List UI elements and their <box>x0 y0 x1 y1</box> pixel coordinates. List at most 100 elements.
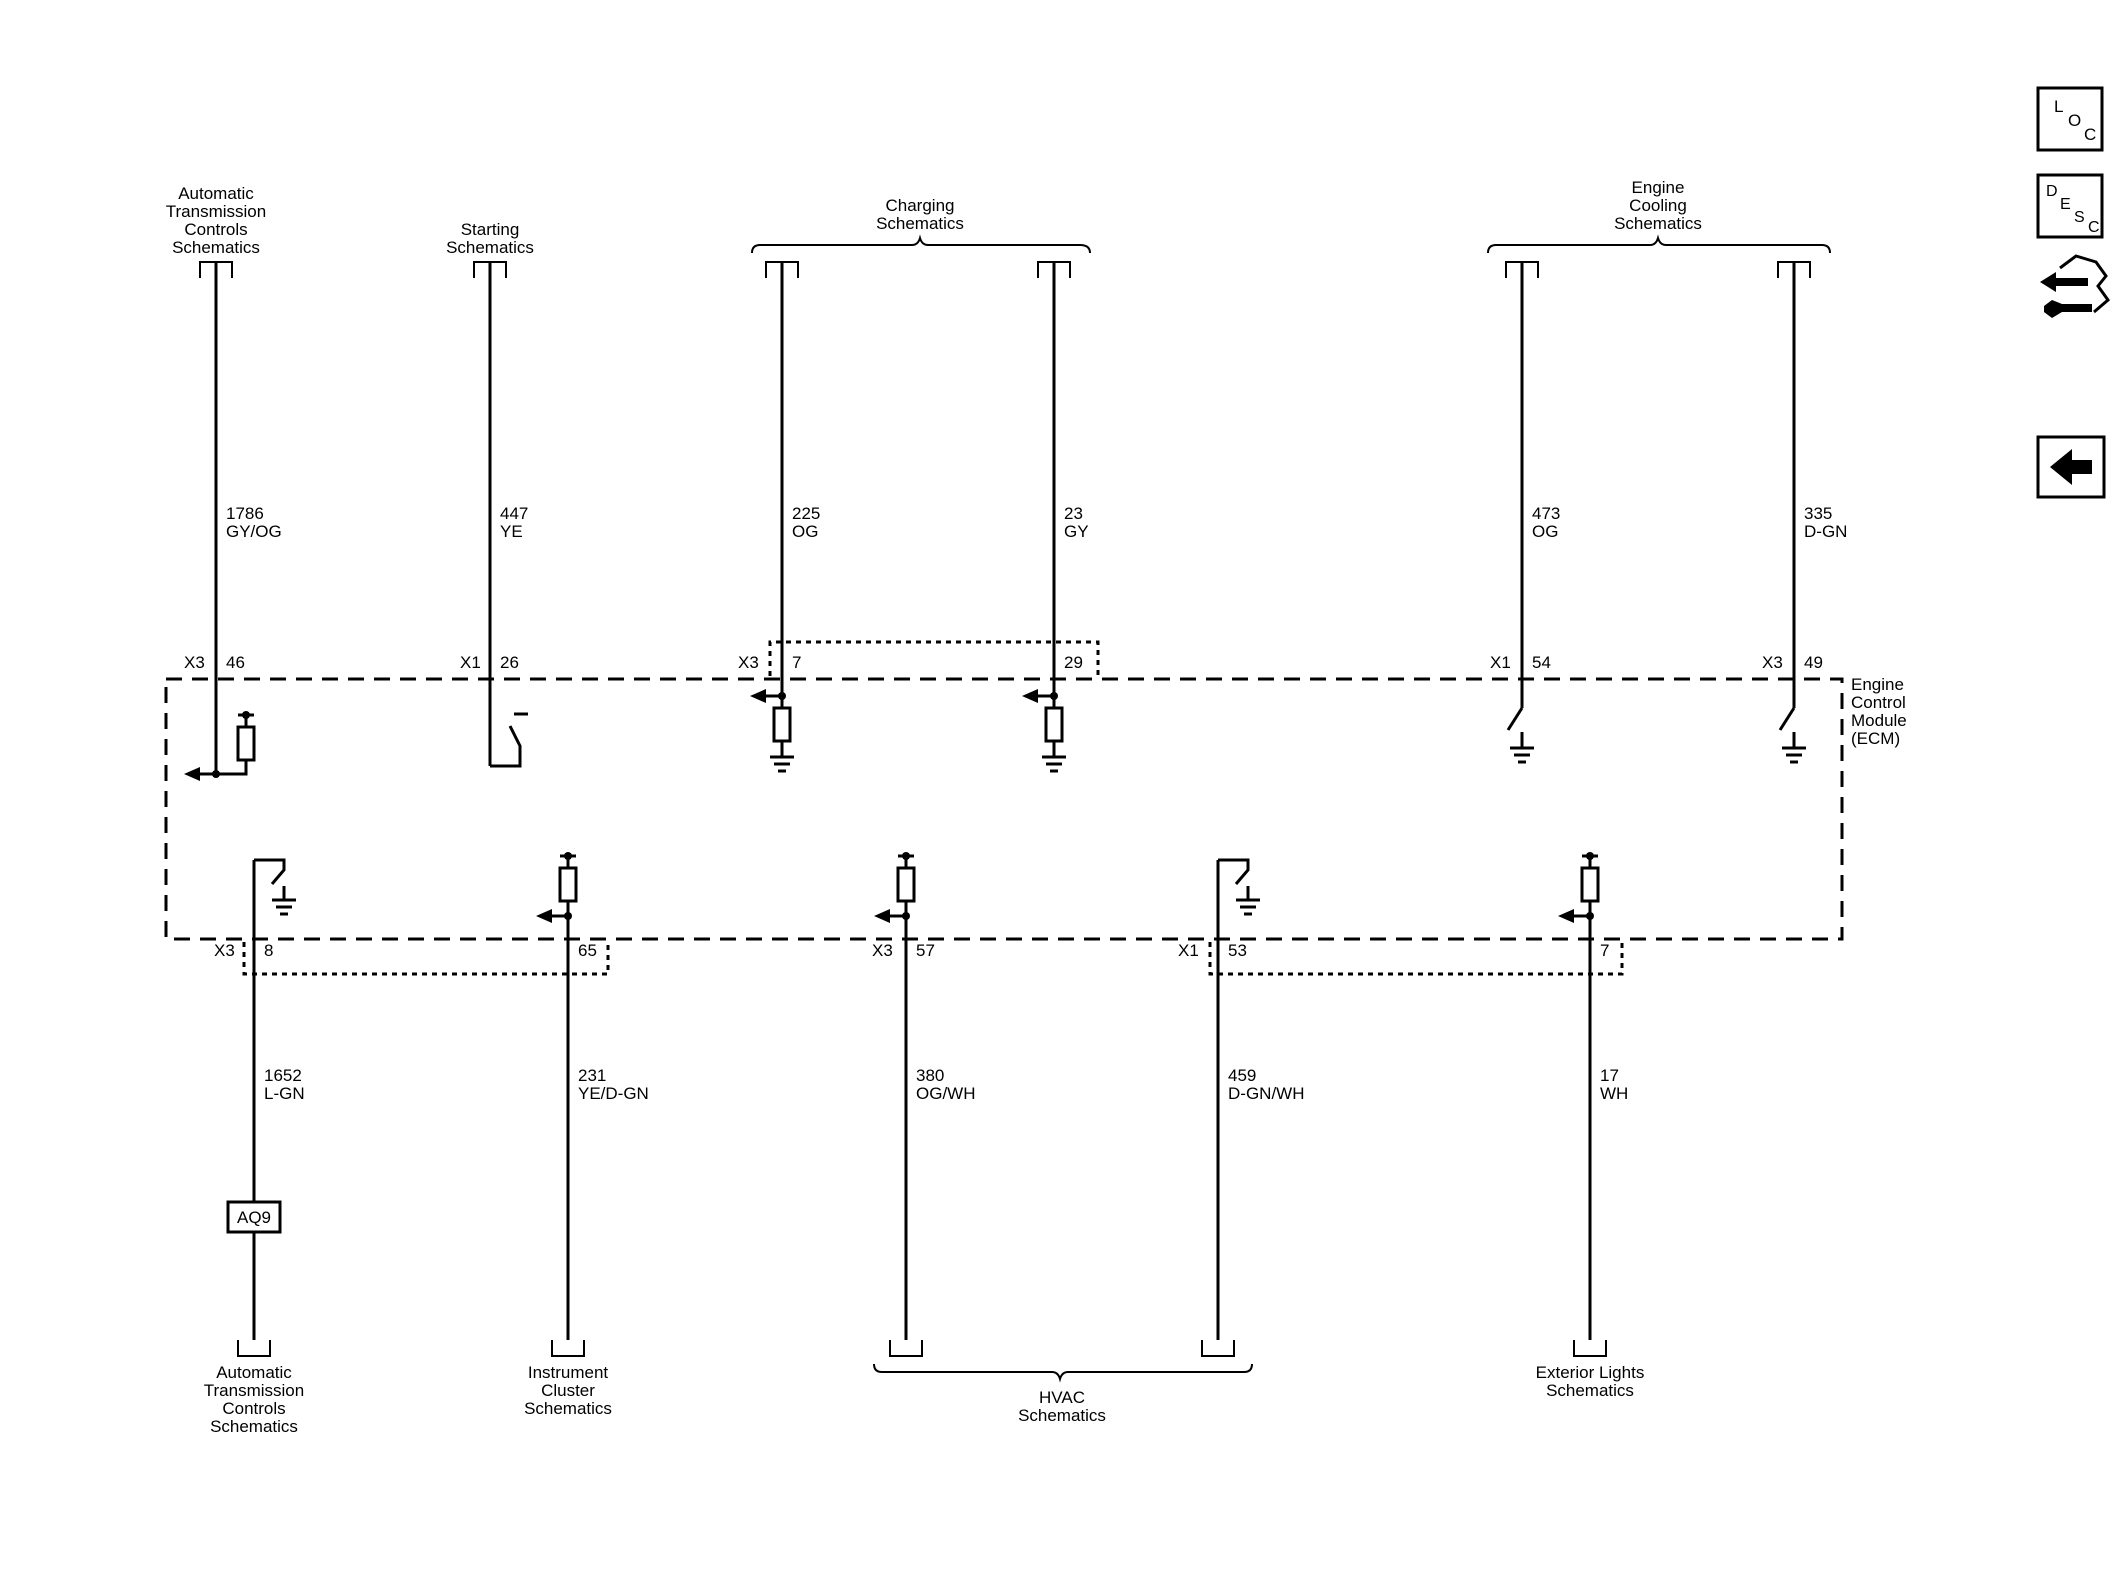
connector-shell <box>242 942 610 976</box>
wire-color: WH <box>1600 1084 1628 1103</box>
signal-arrow-icon <box>184 767 200 781</box>
connector-id: X3 <box>1762 653 1783 672</box>
dest-label-line: Transmission <box>166 202 266 221</box>
splice-dot <box>1586 912 1594 920</box>
wire-color: D-GN/WH <box>1228 1084 1304 1103</box>
connector-terminal <box>237 1340 271 1357</box>
ecm-label-4: (ECM) <box>1851 729 1900 748</box>
circuit-number: 225 <box>792 504 820 523</box>
dest-label-line: Exterior Lights <box>1536 1363 1645 1382</box>
desc-letter: C <box>2088 219 2100 236</box>
circuit-number: 1786 <box>226 504 264 523</box>
charging-group-bracket: Charging Schematics <box>751 196 1091 254</box>
dest-label-line: Schematics <box>172 238 260 257</box>
resistor <box>772 706 792 743</box>
dest-label-line: Controls <box>222 1399 285 1418</box>
dest-label-line: Cluster <box>541 1381 595 1400</box>
connector-id: X1 <box>1490 653 1511 672</box>
wire-color: GY/OG <box>226 522 282 541</box>
wire-color: OG <box>792 522 818 541</box>
top-circuit-1786: Automatic Transmission Controls Schemati… <box>166 184 282 781</box>
connector-id: X3 <box>184 653 205 672</box>
bottom-circuit-17: 7 17 WH Exterior Lights Schematics <box>1536 852 1645 1400</box>
connector-tool-icon[interactable] <box>2040 254 2111 318</box>
circuit-number: 335 <box>1804 504 1832 523</box>
pin-number: 46 <box>226 653 245 672</box>
resistor <box>558 866 578 903</box>
desc-letter: S <box>2074 209 2085 226</box>
pin-number: 7 <box>1600 941 1609 960</box>
loc-letter: L <box>2054 97 2063 116</box>
cooling-group-bracket: Engine Cooling Schematics <box>1487 178 1831 254</box>
loc-icon[interactable]: L O C <box>2036 86 2104 152</box>
dest-label-line: Controls <box>184 220 247 239</box>
wire-color: YE/D-GN <box>578 1084 649 1103</box>
circuit-number: 473 <box>1532 504 1560 523</box>
circuit-number: 447 <box>500 504 528 523</box>
connector-shell <box>1208 942 1624 976</box>
ecm-boundary <box>164 677 1844 941</box>
circuit-number: 1652 <box>264 1066 302 1085</box>
desc-icon[interactable]: D E S C <box>2036 173 2104 239</box>
dest-label-line: Starting <box>461 220 520 239</box>
signal-arrow-icon <box>1022 689 1038 703</box>
connector-id: X3 <box>738 653 759 672</box>
inline-harness-connector <box>226 1200 282 1234</box>
pin-number: 8 <box>264 941 273 960</box>
top-circuit-447: Starting Schematics 447 YE X1 26 <box>446 220 534 768</box>
connector-terminal <box>1573 1340 1607 1357</box>
pin-number: 49 <box>1804 653 1823 672</box>
signal-arrow-icon <box>874 909 890 923</box>
pin-number: 57 <box>916 941 935 960</box>
cooling-label-3: Schematics <box>1614 214 1702 233</box>
wire-color: L-GN <box>264 1084 305 1103</box>
loc-letter: O <box>2068 111 2081 130</box>
pin-number: 54 <box>1532 653 1551 672</box>
connector-terminal <box>551 1340 585 1357</box>
wire-color: D-GN <box>1804 522 1847 541</box>
circuit-number: 380 <box>916 1066 944 1085</box>
bottom-circuit-1652: X3 8 1652 L-GN AQ9 Automatic Transmissio… <box>204 858 305 1436</box>
switch <box>254 858 286 885</box>
desc-letter: E <box>2060 196 2071 213</box>
splice-dot <box>902 912 910 920</box>
hvac-group-bracket: HVAC Schematics <box>873 1363 1253 1425</box>
switch <box>1506 707 1524 731</box>
pin-number: 7 <box>792 653 801 672</box>
wire-color: OG/WH <box>916 1084 976 1103</box>
connector-terminal <box>889 1340 923 1357</box>
splice-dot <box>1050 692 1058 700</box>
hvac-label-2: Schematics <box>1018 1406 1106 1425</box>
splice-dot <box>212 770 220 778</box>
top-circuit-23: 23 GY 29 <box>1022 261 1089 773</box>
signal-arrow-icon <box>750 689 766 703</box>
ecm-label-1: Engine <box>1851 675 1904 694</box>
splice-dot <box>564 912 572 920</box>
signal-arrow-icon <box>536 909 552 923</box>
pin-number: 53 <box>1228 941 1247 960</box>
pin-number: 29 <box>1064 653 1083 672</box>
connector-id: X3 <box>214 941 235 960</box>
cooling-label-2: Cooling <box>1629 196 1687 215</box>
top-circuit-473: 473 OG X1 54 <box>1490 261 1560 764</box>
resistor <box>1044 706 1064 743</box>
resistor <box>896 866 916 903</box>
charging-label-1: Charging <box>886 196 955 215</box>
back-arrow-icon[interactable] <box>2036 435 2106 499</box>
switch <box>1218 858 1250 885</box>
dest-label-line: Schematics <box>1546 1381 1634 1400</box>
switch <box>490 725 522 768</box>
dest-label-line: Transmission <box>204 1381 304 1400</box>
pin-number: 65 <box>578 941 597 960</box>
resistor <box>1580 866 1600 903</box>
dest-label-line: Schematics <box>524 1399 612 1418</box>
signal-arrow-icon <box>1558 909 1574 923</box>
inline-connector-id: AQ9 <box>237 1208 271 1227</box>
splice-dot <box>242 711 250 719</box>
loc-letter: C <box>2084 125 2096 144</box>
circuit-number: 23 <box>1064 504 1083 523</box>
wire-color: YE <box>500 522 523 541</box>
bottom-circuit-380: X3 57 380 OG/WH <box>872 852 976 1357</box>
connector-id: X3 <box>872 941 893 960</box>
